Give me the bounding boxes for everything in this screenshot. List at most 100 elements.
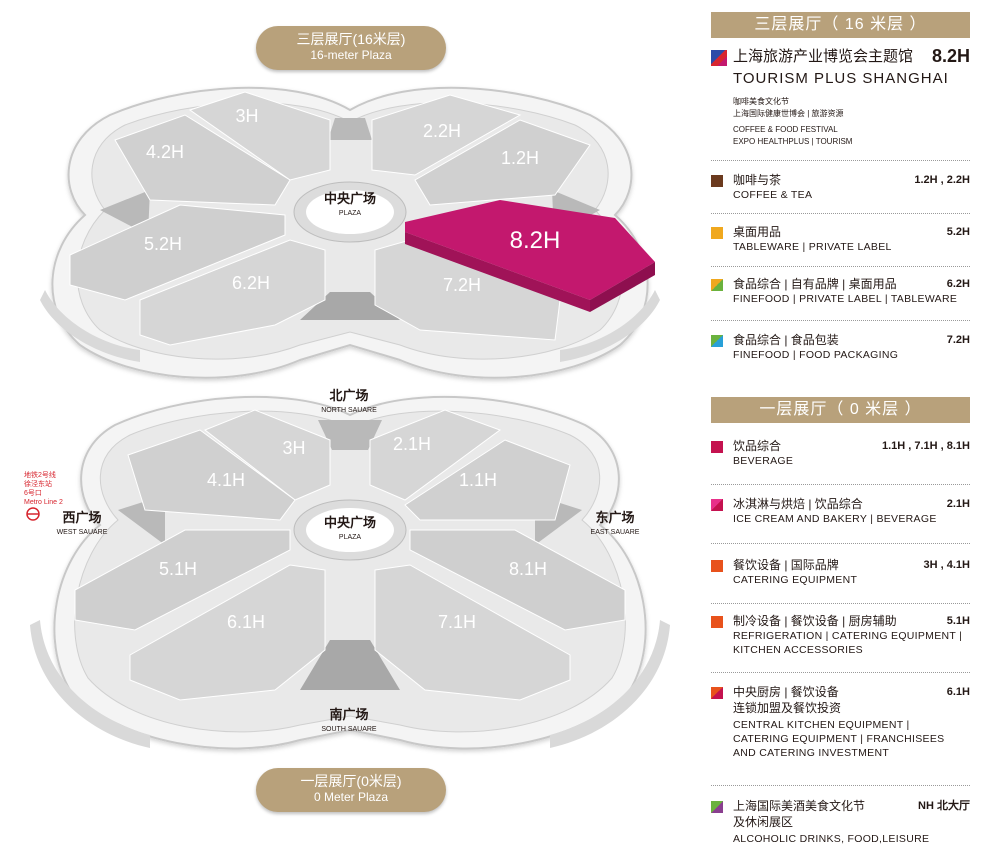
lower-hall-6-1h (129, 564, 326, 701)
west-square-en: WEST SAUARE (57, 529, 108, 536)
north-square-ramp (318, 420, 382, 450)
swatch-icon (711, 441, 723, 453)
lower-hall-label: 5.1H (159, 559, 197, 579)
metro-marker: 地铁2号线 徐泾东站 6号口 Metro Line 2 (24, 470, 63, 521)
legend-item: 食品综合 | 食品包装 7.2H FINEFOOD | FOOD PACKAGI… (711, 332, 970, 372)
legend-item-code: 6.2H (946, 278, 970, 290)
divider (711, 266, 970, 267)
south-square-cn: 南广场 (329, 707, 368, 722)
upper-west-ramp (100, 190, 150, 235)
legend-item-en: FINEFOOD | FOOD PACKAGING (733, 349, 899, 361)
legend-item-code: 7.2H (946, 334, 970, 346)
lower-legend-title: 一层展厅（ 0 米层 ） (711, 397, 970, 423)
legend-item-cn: 中央厨房 | 餐饮设备 (733, 685, 839, 699)
upper-left-curve (40, 290, 140, 362)
legend-item-en: CATERING EQUIPMENT (733, 574, 858, 586)
lower-level: 3H 4.1H 2.1H 1.1H 5.1H 6.1H 8.1H 7.1H 中央… (24, 388, 670, 750)
north-square-en: NORTH SAUARE (321, 407, 377, 414)
legend-item: 咖啡与茶 1.2H , 2.2H COFFEE & TEA (711, 172, 970, 212)
metro-text: 徐泾东站 (24, 479, 52, 488)
divider (711, 785, 970, 786)
south-square-ramp (300, 640, 400, 690)
legend-item: 餐饮设备 | 国际品牌 3H , 4.1H CATERING EQUIPMENT (711, 557, 970, 597)
lower-hall-1-1h (404, 439, 571, 521)
legend-item-cn2: 及休闲展区 (733, 815, 794, 829)
lower-hall-label: 3H (282, 438, 305, 458)
legend-item-en: COFFEE & TEA (733, 189, 813, 201)
east-square-cn: 东广场 (595, 510, 634, 525)
legend-item-en: BEVERAGE (733, 455, 794, 467)
metro-text: 地铁2号线 (24, 470, 56, 479)
divider (711, 603, 970, 604)
legend-item-en: ICE CREAM AND BAKERY | BEVERAGE (733, 513, 937, 525)
upper-plaza-en: PLAZA (339, 210, 362, 217)
lower-floor-label: 一层展厅(0米层) 0 Meter Plaza (256, 768, 446, 812)
upper-floor-label-cn: 三层展厅(16米层) (296, 31, 406, 47)
legend-item-code: NH 北大厅 (918, 800, 970, 812)
upper-plaza-cn: 中央广场 (324, 191, 376, 206)
upper-hall-label: 4.2H (146, 142, 184, 162)
legend-item-cn: 食品综合 | 食品包装 (733, 333, 839, 347)
divider (711, 213, 970, 214)
legend-item: 中央厨房 | 餐饮设备 6.1H 连锁加盟及餐饮投资 CENTRAL KITCH… (711, 684, 970, 764)
lower-hall-label: 1.1H (459, 470, 497, 490)
upper-legend-title: 三层展厅（ 16 米层 ） (711, 12, 970, 38)
upper-hall-label: 6.2H (232, 273, 270, 293)
north-square-cn: 北广场 (329, 388, 368, 403)
legend-item-cn: 桌面用品 (733, 225, 782, 239)
legend-panel: 三层展厅（ 16 米层 ） 上海旅游产业博览会主题馆 8.2H TOURISM … (706, 0, 990, 853)
upper-hall-8-2h[interactable] (405, 200, 655, 300)
swatch-icon (711, 499, 723, 511)
upper-right-curve (560, 290, 660, 362)
legend-item-cn: 餐饮设备 | 国际品牌 (733, 558, 839, 572)
lower-plaza-en: PLAZA (339, 534, 362, 541)
legend-item-cn: 食品综合 | 自有品牌 | 桌面用品 (733, 277, 897, 291)
divider (711, 484, 970, 485)
legend-item-en: CENTRAL KITCHEN EQUIPMENT | CATERING EQU… (733, 719, 945, 759)
swatch-icon (711, 560, 723, 572)
lower-hall-2-1h (369, 409, 502, 501)
legend-item: 冰淇淋与烘焙 | 饮品综合 2.1H ICE CREAM AND BAKERY … (711, 496, 970, 536)
legend-item-cn: 饮品综合 (733, 439, 782, 453)
south-square-en: SOUTH SAUARE (321, 726, 377, 733)
legend-item-code: 5.1H (946, 615, 970, 627)
upper-floor-label: 三层展厅(16米层) 16-meter Plaza (256, 26, 446, 70)
lower-floor-label-en: 0 Meter Plaza (313, 790, 389, 804)
swatch-icon (711, 175, 723, 187)
lower-hall-7-1h (374, 564, 571, 701)
lower-hall-label: 7.1H (438, 612, 476, 632)
lower-hall-8-1h (409, 529, 626, 631)
upper-hall-label: 1.2H (501, 148, 539, 168)
lower-floor-label-cn: 一层展厅(0米层) (300, 773, 402, 789)
swatch-icon (711, 801, 723, 813)
upper-hall-label-8-2h: 8.2H (510, 227, 561, 254)
upper-hall-6-2h (139, 239, 326, 346)
lower-hall-label: 6.1H (227, 612, 265, 632)
legend-item-en: ALCOHOLIC DRINKS, FOOD,LEISURE (733, 833, 930, 845)
legend-item: 饮品综合 1.1H , 7.1H , 8.1H BEVERAGE (711, 438, 970, 478)
featured-line: 咖啡美食文化节 (733, 97, 789, 106)
upper-hall-5-2h (69, 204, 286, 301)
metro-text: Metro Line 2 (24, 499, 63, 506)
featured-line: COFFEE & FOOD FESTIVAL (733, 125, 838, 134)
legend-item-code: 1.1H , 7.1H , 8.1H (881, 440, 970, 452)
upper-level: 3H 4.2H 2.2H 1.2H 5.2H 6.2H 8.2H 7.2H 中央… (40, 86, 660, 379)
lower-hall-label: 2.1H (393, 434, 431, 454)
venue-map: 三层展厅(16米层) 16-meter Plaza (24, 26, 670, 812)
divider (711, 672, 970, 673)
legend-item-code: 5.2H (946, 226, 970, 238)
lower-hall-label: 4.1H (207, 470, 245, 490)
featured-title-cn: 上海旅游产业博览会主题馆 (733, 48, 914, 65)
legend-item-cn: 制冷设备 | 餐饮设备 | 厨房辅助 (733, 614, 897, 628)
legend-item-cn: 冰淇淋与烘焙 | 饮品综合 (733, 497, 863, 511)
featured-code: 8.2H (931, 46, 970, 66)
legend-item: 食品综合 | 自有品牌 | 桌面用品 6.2H FINEFOOD | PRIVA… (711, 276, 970, 316)
legend-item-code: 3H , 4.1H (923, 559, 970, 571)
legend-item-en: TABLEWARE | PRIVATE LABEL (733, 241, 892, 253)
legend-item-cn2: 连锁加盟及餐饮投资 (733, 701, 842, 715)
swatch-icon (711, 227, 723, 239)
featured-line: 上海国际健康世博会 | 旅游资源 (733, 109, 844, 118)
upper-hall-1-2h (414, 119, 591, 206)
lower-hall-5-1h (74, 529, 291, 631)
swatch-icon (711, 279, 723, 291)
